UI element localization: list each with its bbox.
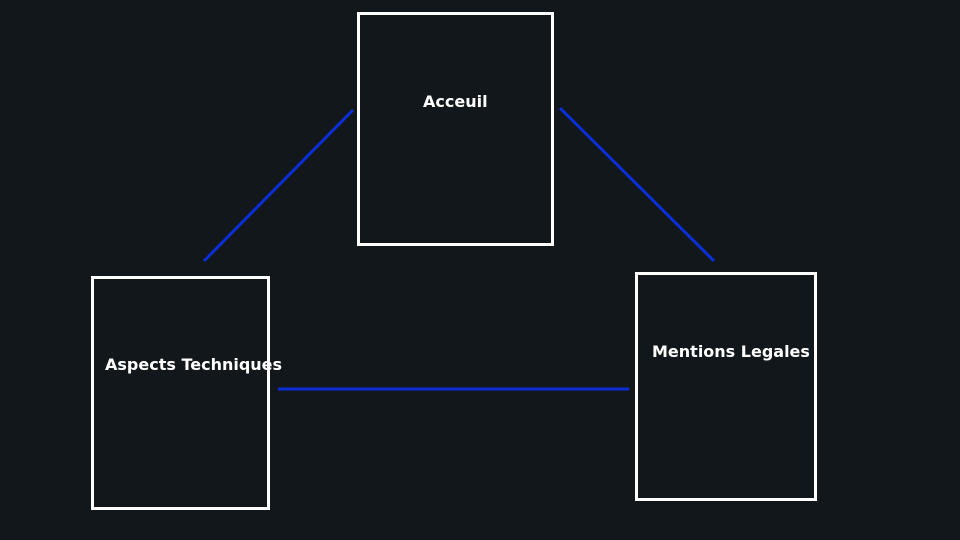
node-label-aspects-techniques: Aspects Techniques (105, 355, 283, 374)
node-aspects-techniques: Aspects Techniques (91, 276, 282, 510)
connector-accueil-mentions (558, 106, 716, 263)
node-mentions-legales: Mentions Legales (635, 272, 817, 501)
node-accueil: Acceuil (357, 12, 554, 246)
node-label-mentions-legales: Mentions Legales (652, 342, 810, 361)
connector-accueil-aspects (202, 108, 355, 263)
node-label-accueil: Acceuil (423, 92, 488, 111)
